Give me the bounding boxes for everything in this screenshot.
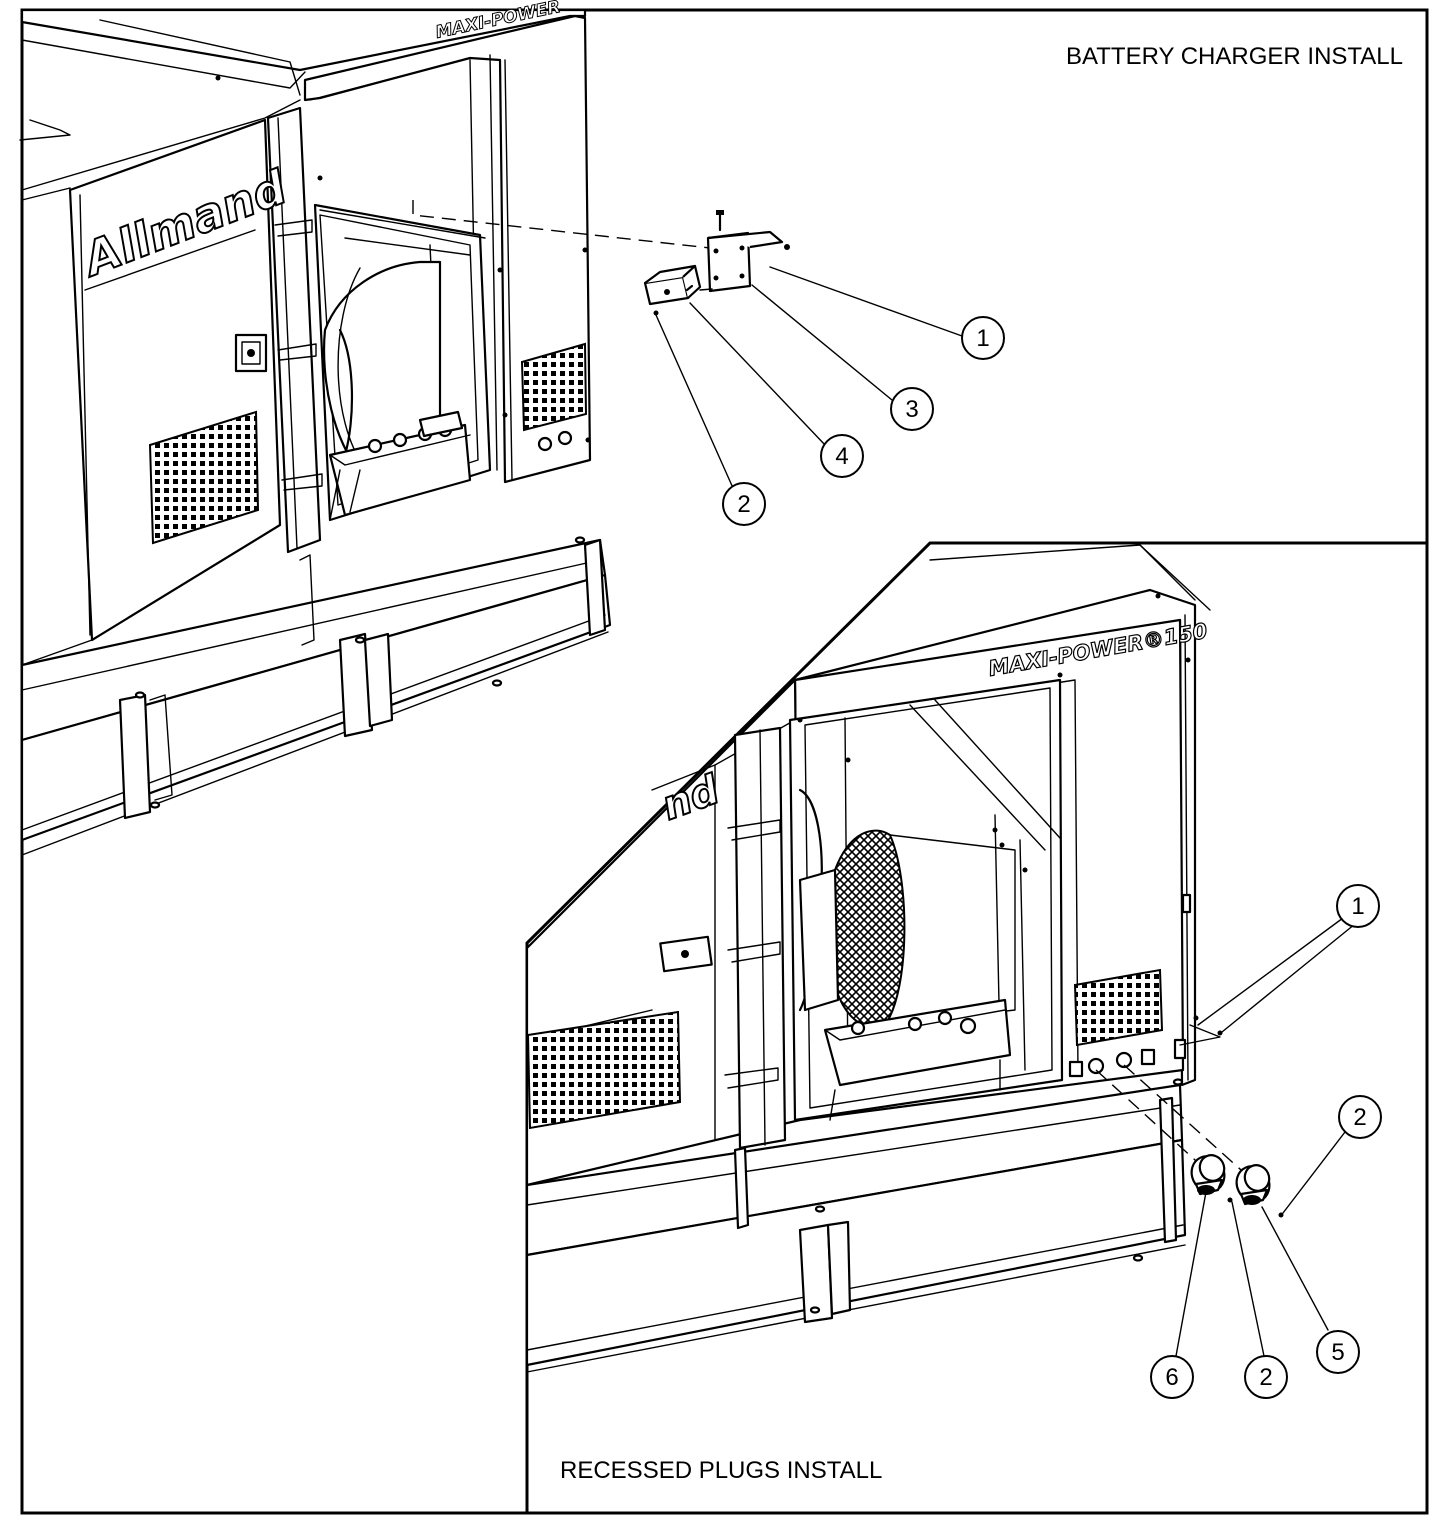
callout-label: 3 xyxy=(905,396,918,423)
callout-label: 1 xyxy=(976,325,989,352)
callout-bubble: 5 xyxy=(1316,1330,1360,1374)
bottom-panel-title: RECESSED PLUGS INSTALL xyxy=(560,1457,882,1484)
recessed-plug-parts xyxy=(1095,917,1356,1357)
end-panel-grille xyxy=(520,342,588,432)
callout-label: 4 xyxy=(835,443,848,470)
door-grille-bottom xyxy=(526,1010,682,1130)
callout-label: 1 xyxy=(1351,893,1364,920)
callout-bubble: 2 xyxy=(1244,1355,1288,1399)
callout-bubble: 4 xyxy=(820,434,864,478)
callout-bubble: 1 xyxy=(1336,884,1380,928)
door-grille xyxy=(148,410,260,545)
top-panel-title: BATTERY CHARGER INSTALL xyxy=(1066,43,1403,70)
end-panel-grille-bottom xyxy=(1073,968,1164,1047)
radiator-coil xyxy=(828,829,906,1029)
callout-bubble: 2 xyxy=(1338,1095,1382,1139)
callout-label: 2 xyxy=(1259,1364,1272,1391)
generator-bottom-view: nd MAXI-POWER® xyxy=(525,544,1211,1373)
callout-label: 5 xyxy=(1331,1339,1344,1366)
generator-top-view: Allmand xyxy=(19,0,612,856)
callout-bubble: 1 xyxy=(961,316,1005,360)
callout-bubble: 3 xyxy=(890,387,934,431)
bottom-callouts: 1 2 5 2 6 xyxy=(1150,884,1382,1399)
callout-bubble: 2 xyxy=(722,482,766,526)
callout-label: 2 xyxy=(737,491,750,518)
recessed-plug-6 xyxy=(1190,1154,1226,1196)
callout-label: 6 xyxy=(1165,1364,1178,1391)
callout-label: 2 xyxy=(1353,1104,1366,1131)
recessed-plug-5 xyxy=(1235,1164,1271,1206)
battery-charger-parts xyxy=(412,200,963,489)
top-callouts: 1 3 4 2 xyxy=(722,316,1005,526)
callout-bubble: 6 xyxy=(1150,1355,1194,1399)
